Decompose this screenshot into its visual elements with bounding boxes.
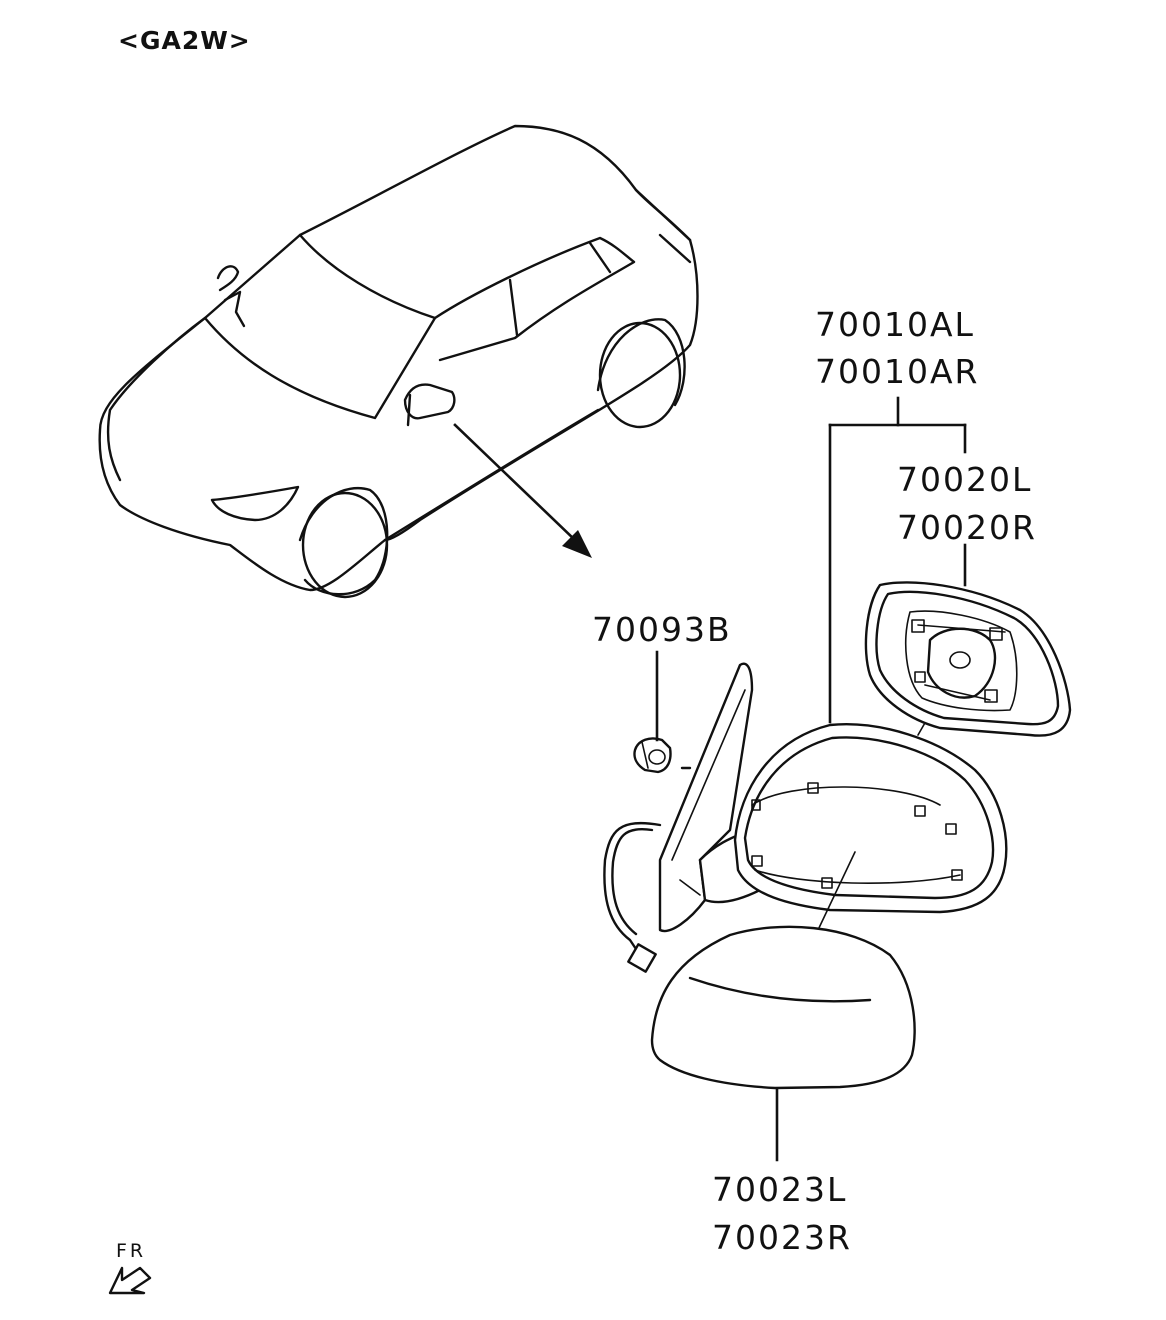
part-number-70023r[interactable]: 70023R	[712, 1218, 852, 1257]
leader-lines	[655, 396, 967, 1162]
clip-illustration	[633, 737, 692, 774]
fr-direction-icon	[108, 1266, 152, 1295]
part-number-70010ar[interactable]: 70010AR	[815, 352, 980, 391]
callout-arrow	[453, 423, 592, 558]
part-number-70020r[interactable]: 70020R	[897, 508, 1037, 547]
model-code-label: <GA2W>	[118, 26, 251, 55]
part-number-70023l[interactable]: 70023L	[712, 1170, 848, 1209]
part-number-70093b[interactable]: 70093B	[592, 610, 732, 649]
part-number-70010al[interactable]: 70010AL	[815, 305, 975, 344]
part-number-70020l[interactable]: 70020L	[897, 460, 1033, 499]
mirror-cover-illustration	[650, 925, 916, 1090]
car-illustration	[98, 124, 699, 599]
mirror-glass-illustration	[864, 581, 1072, 737]
mirror-assembly-illustration	[603, 662, 1008, 973]
fr-direction-label: FR	[116, 1240, 147, 1262]
